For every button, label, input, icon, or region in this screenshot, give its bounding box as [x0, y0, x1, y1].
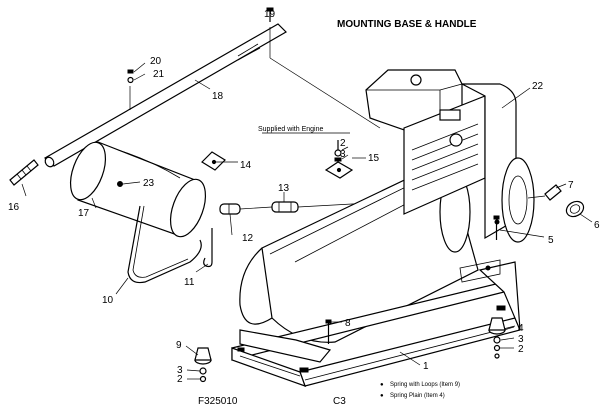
callout-1: 1 [423, 361, 429, 372]
callout-22: 22 [532, 81, 544, 92]
callout-2-engine: 2 [340, 138, 346, 149]
handle-tube [43, 23, 287, 168]
callout-12: 12 [242, 233, 254, 244]
diagram-title: MOUNTING BASE & HANDLE [337, 19, 477, 30]
engine-bolt [493, 215, 500, 240]
cradle [239, 259, 501, 363]
mount-bolt [325, 319, 332, 344]
callout-5: 5 [548, 235, 554, 246]
callout-4: 4 [518, 323, 524, 334]
tank-strap [127, 205, 202, 284]
callout-18: 18 [212, 91, 224, 102]
callout-2-right: 2 [518, 344, 524, 355]
fuel-tank [69, 141, 207, 238]
legend-text-2: Spring Plain (Item 4) [390, 393, 445, 399]
sheet-code: C3 [333, 396, 346, 407]
fuel-line [219, 201, 371, 215]
callout-10: 10 [102, 295, 114, 306]
callout-11: 11 [184, 277, 195, 288]
engine [365, 69, 535, 243]
callout-6: 6 [594, 220, 600, 231]
callout-13: 13 [278, 183, 290, 194]
callout-20: 20 [150, 56, 162, 67]
callout-3-right: 3 [518, 334, 524, 345]
callout-17: 17 [78, 208, 90, 219]
legend-text-1: Spring with Loops (Item 9) [390, 382, 460, 388]
vibration-mount-left [194, 347, 212, 383]
callout-7: 7 [568, 180, 574, 191]
callout-19: 19 [264, 9, 276, 20]
handle-grip [9, 159, 39, 186]
tank-bracket [201, 151, 238, 171]
callout-3-engine: 3 [340, 149, 346, 160]
legend-symbol-2: ● [380, 393, 384, 399]
callout-14: 14 [240, 160, 252, 171]
callout-8: 8 [345, 318, 351, 329]
handle-mount-screw [127, 69, 134, 110]
callout-15: 15 [368, 153, 380, 164]
mounting-base [231, 261, 521, 387]
strap-hook [203, 228, 213, 268]
knob [527, 184, 585, 218]
spring-legend: ● Spring with Loops (Item 9) ● Spring Pl… [380, 382, 460, 399]
callout-21: 21 [153, 69, 165, 80]
supplied-with-engine-note: Supplied with Engine [258, 126, 323, 133]
vibration-mount-right [488, 317, 506, 359]
callout-2-left: 2 [177, 374, 183, 385]
handle-screw [266, 7, 274, 22]
engine-bracket [262, 132, 366, 179]
callout-23: 23 [143, 178, 155, 189]
callout-3-left: 3 [177, 365, 183, 376]
legend-symbol-1: ● [380, 382, 384, 388]
callout-16: 16 [8, 202, 20, 213]
figure-code: F325010 [198, 396, 238, 407]
callout-9: 9 [176, 340, 182, 351]
